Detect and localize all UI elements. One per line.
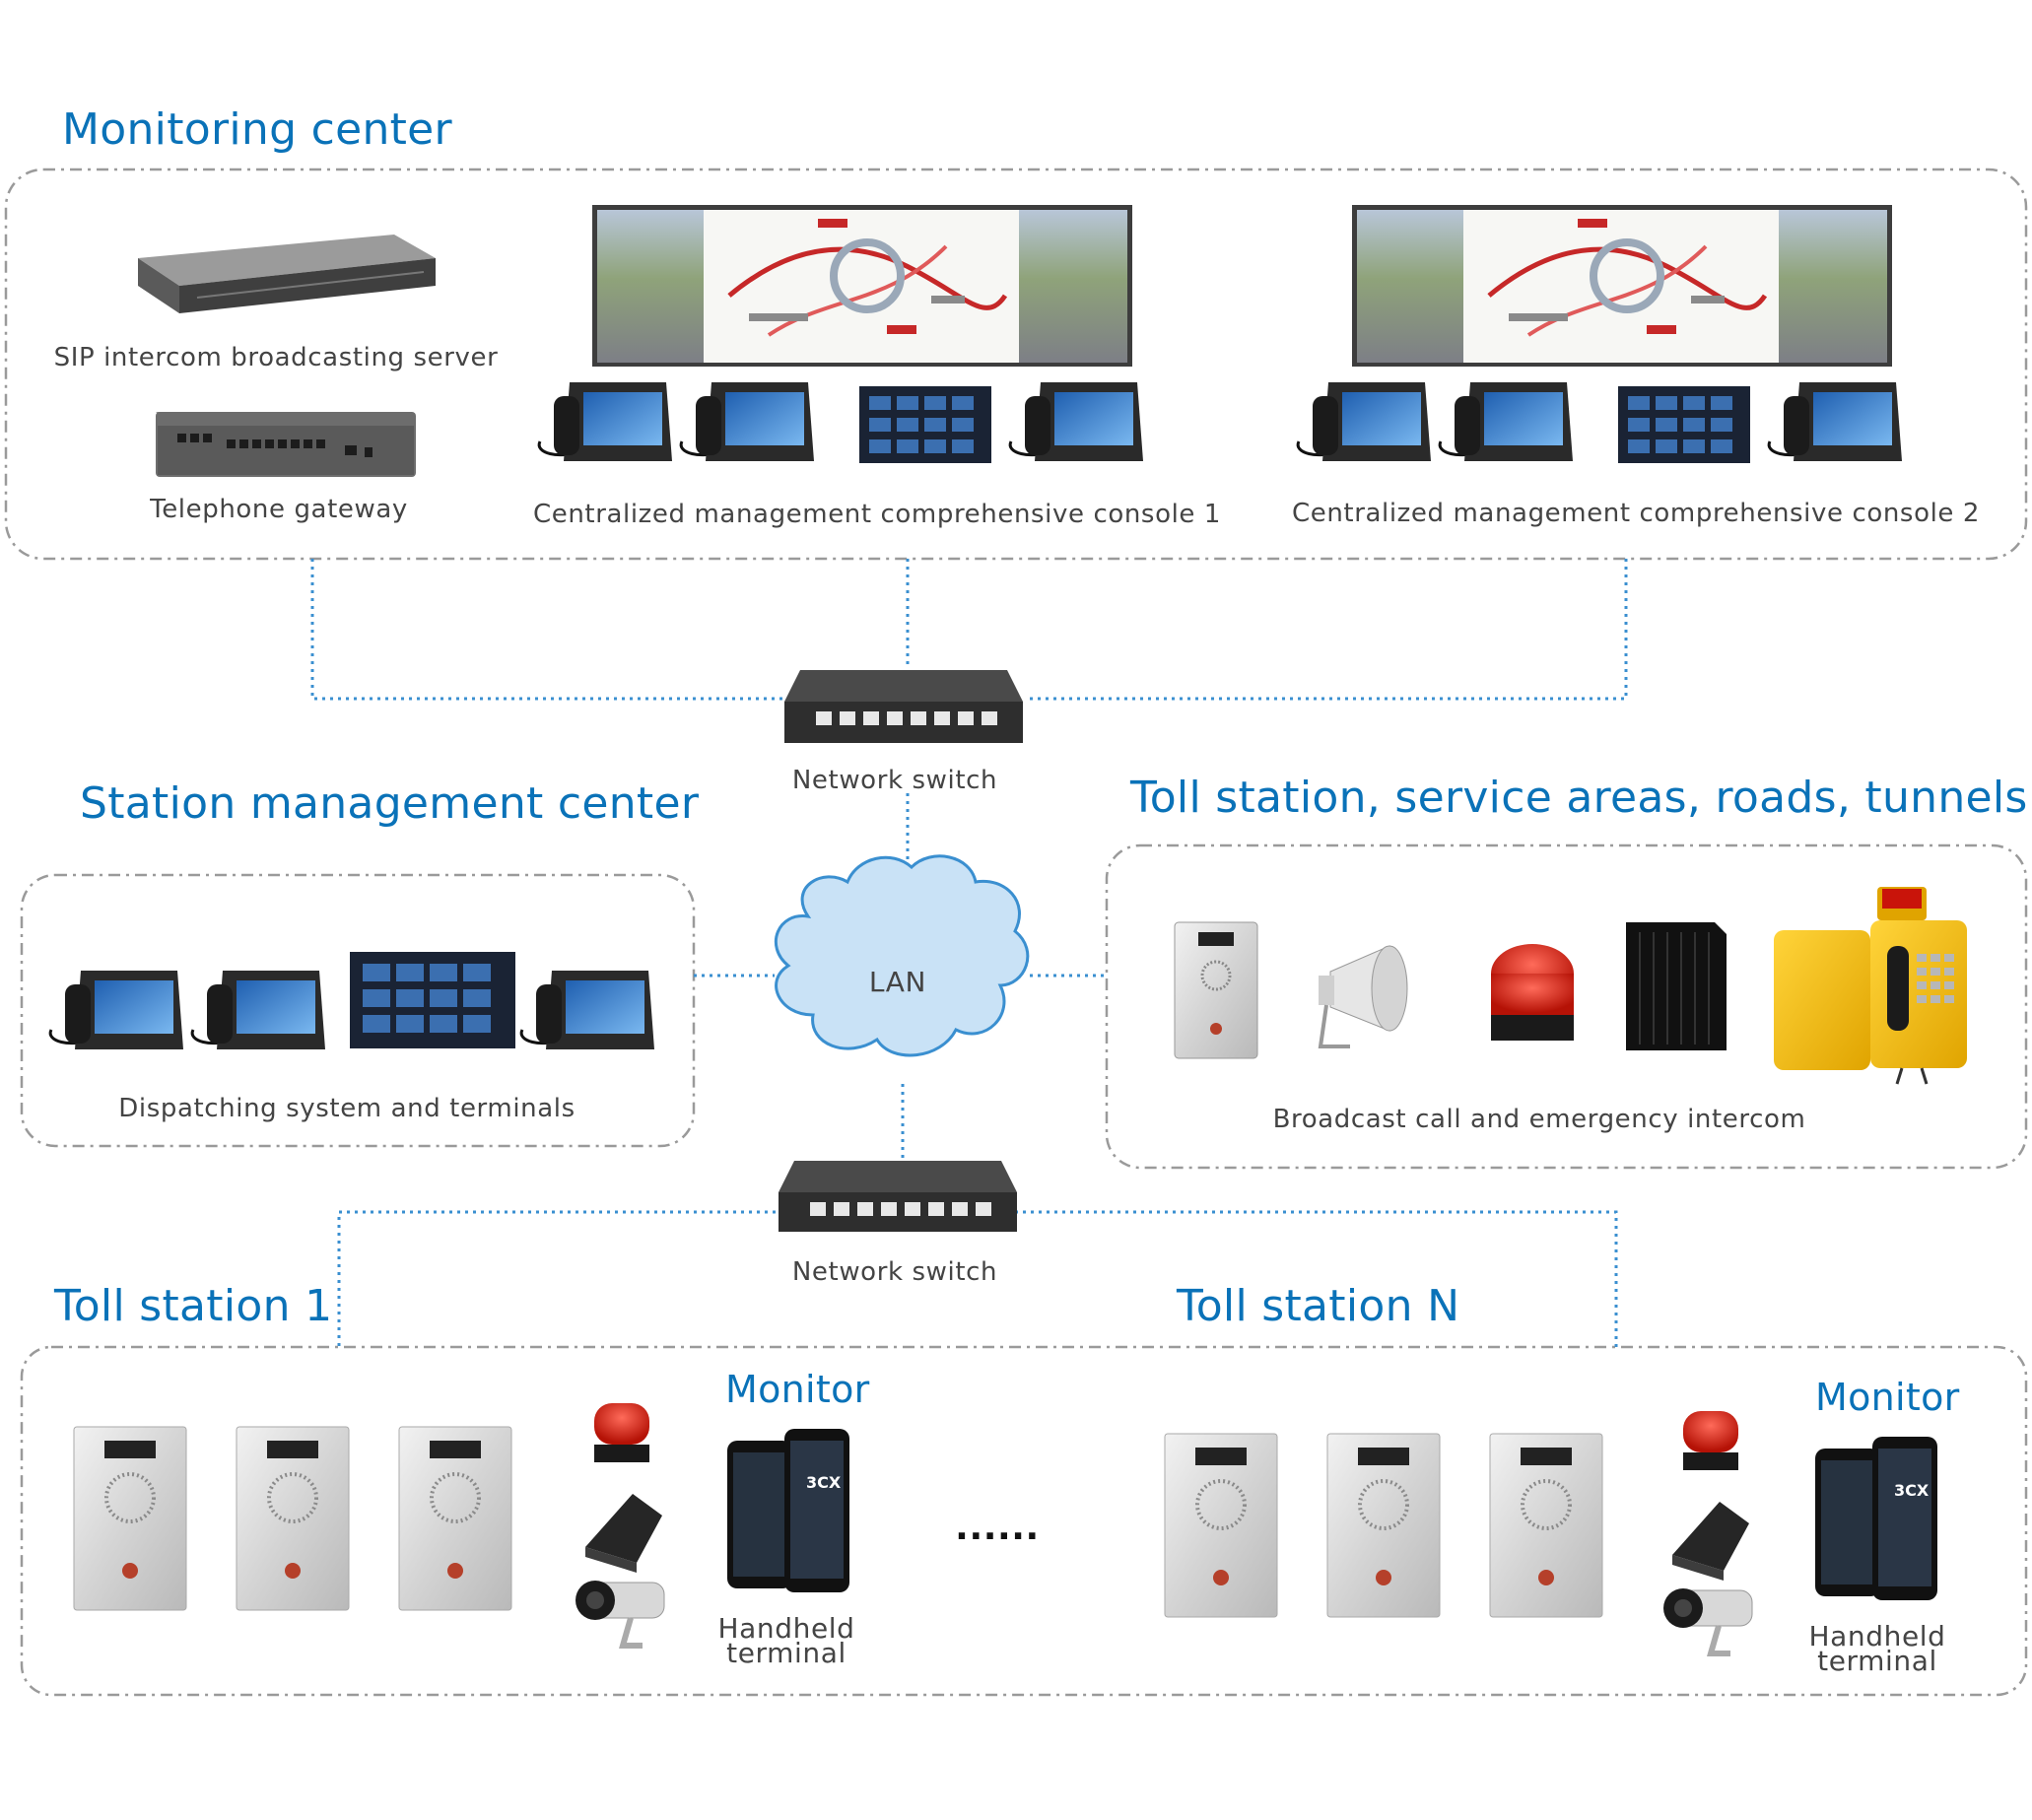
phone-app-logo: 3CX [1894,1481,1930,1500]
label-handheld-1-line2: terminal [726,1637,847,1669]
heading-monitor-1: Monitor [725,1368,870,1411]
heading-monitoring-center: Monitoring center [62,104,452,155]
ip-phone-icon [1767,382,1902,461]
intercom-panel-icon [1164,1433,1278,1618]
intercom-panel-icon [1489,1433,1603,1618]
ip-phone-icon [1296,382,1431,461]
network-switch-bottom-icon [779,1161,1017,1232]
emergency-phone-box-icon [1774,887,1967,1085]
ip-phone-icon [1438,382,1573,461]
heading-field-zone: Toll station, service areas, roads, tunn… [1130,773,2028,823]
label-console-2: Centralized management comprehensive con… [1291,499,1981,528]
label-telephone-gateway: Telephone gateway [150,495,408,524]
label-handheld-1-line1: Handheld [717,1612,855,1645]
label-network-switch-top: Network switch [791,766,998,795]
foot-pedal-icon [585,1494,662,1573]
cctv-camera-icon [576,1581,665,1649]
heading-toll-station-n: Toll station N [1177,1281,1460,1331]
column-speaker-icon [1626,922,1727,1050]
lan-cloud-icon [774,854,1030,1057]
ip-phone-icon [519,971,654,1049]
video-wall-1 [592,205,1132,367]
cctv-camera-icon [1663,1588,1753,1656]
warning-light-icon [1491,944,1574,1041]
heading-station-management-center: Station management center [80,778,700,829]
field-zone-region [1105,843,2028,1170]
heading-toll-station-1: Toll station 1 [54,1281,333,1331]
foot-pedal-icon [1672,1502,1749,1581]
intercom-panel-icon [1174,921,1258,1059]
toll-stations-region [20,1345,2028,1697]
dispatch-tablet-icon [859,386,991,463]
label-handheld-n-line2: terminal [1817,1645,1937,1677]
connector-switch2-to-toll1 [337,1210,783,1347]
connector-console2-to-switch [1025,559,1628,701]
station-management-region [20,873,696,1148]
smartphone-icon [727,1429,849,1592]
network-switch-top-icon [784,670,1023,743]
heading-monitor-n: Monitor [1815,1376,1960,1419]
connector-switch2-to-tolln [1015,1210,1618,1347]
label-ellipsis: ...... [955,1508,1040,1548]
dispatch-tablet-icon [350,952,515,1048]
label-network-switch-bottom: Network switch [791,1257,998,1287]
smartphone-icon [1815,1437,1937,1600]
intercom-panel-icon [73,1426,187,1611]
sip-server-icon [138,235,436,313]
intercom-panel-icon [236,1426,350,1611]
ip-phone-icon [190,971,325,1049]
label-console-1: Centralized management comprehensive con… [532,500,1222,529]
label-lan: LAN [868,966,927,998]
warning-light-icon [1683,1411,1738,1470]
intercom-panel-icon [1326,1433,1441,1618]
connector-gateway-to-switch [310,559,783,701]
horn-speaker-icon [1318,945,1408,1048]
telephone-gateway-icon [156,412,416,477]
ip-phone-icon [679,382,814,461]
monitoring-center-region [4,168,2028,561]
label-broadcast: Broadcast call and emergency intercom [1272,1105,1806,1134]
label-sip-server: SIP intercom broadcasting server [53,343,499,372]
intercom-panel-icon [398,1426,512,1611]
label-dispatching: Dispatching system and terminals [118,1094,576,1123]
label-handheld-n-line1: Handheld [1808,1620,1946,1652]
ip-phone-icon [48,971,183,1049]
warning-light-icon [594,1403,649,1462]
label-handheld-1: Handheld terminal [717,1612,855,1669]
ip-phone-icon [537,382,672,461]
ip-phone-icon [1008,382,1143,461]
label-handheld-n: Handheld terminal [1808,1620,1946,1677]
phone-app-logo: 3CX [806,1473,842,1492]
video-wall-2 [1352,205,1892,367]
dispatch-tablet-icon [1618,386,1750,463]
